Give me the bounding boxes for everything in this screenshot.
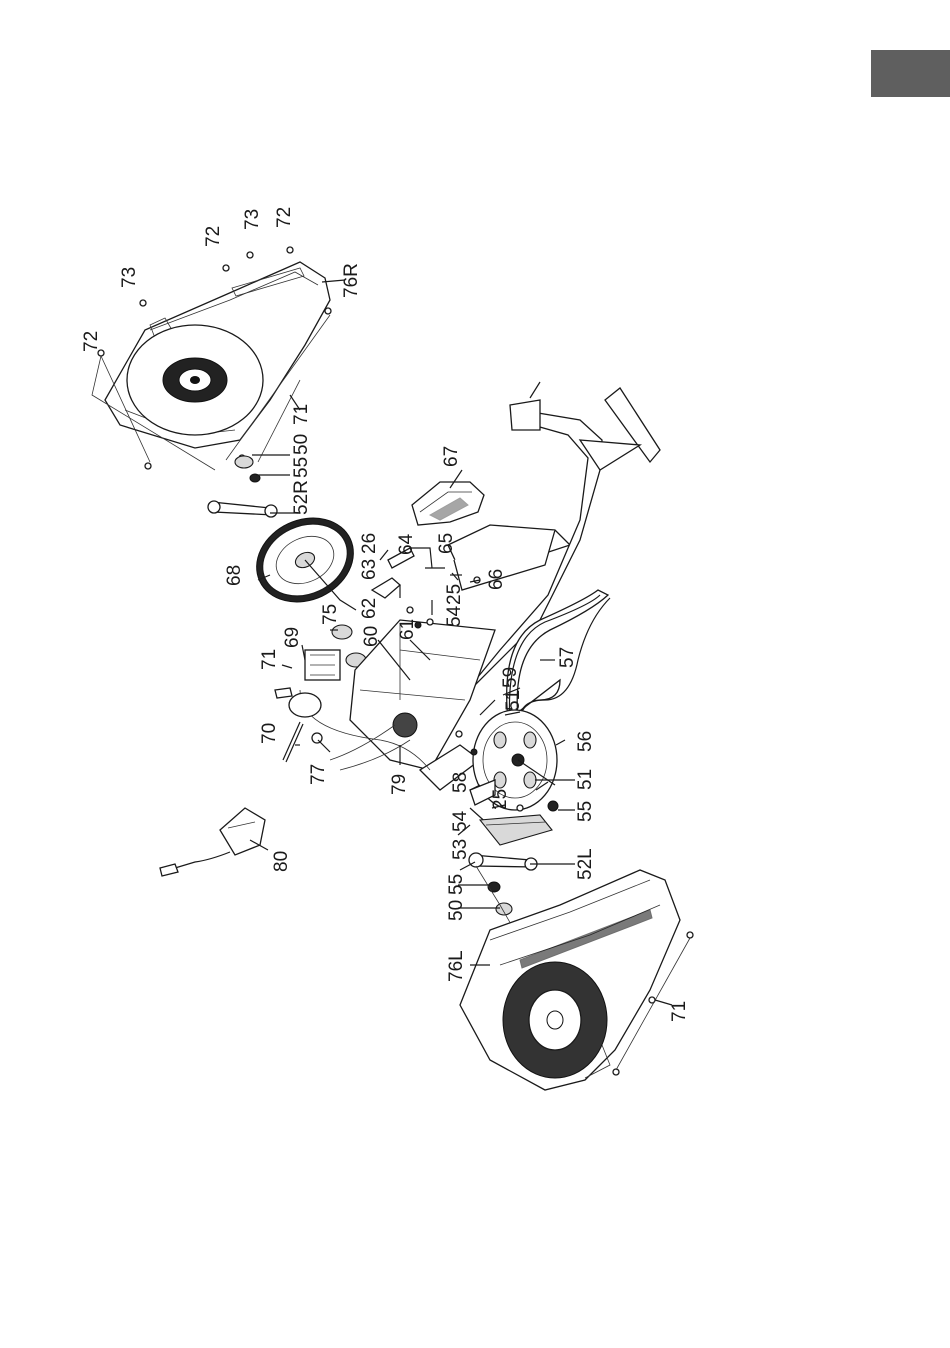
label-71: 71 (669, 1001, 690, 1022)
seat-67 (412, 482, 484, 525)
label-25: 25 (444, 584, 465, 605)
label-65: 65 (436, 533, 457, 554)
label-73: 73 (242, 209, 263, 230)
bushing-50-55-right (235, 456, 260, 482)
label-68: 68 (224, 565, 245, 586)
label-62: 62 (359, 598, 380, 619)
label-59: 59 (500, 667, 521, 688)
label-80: 80 (271, 851, 292, 872)
label-56: 56 (575, 731, 596, 752)
label-55: 55 (291, 457, 312, 478)
label-60: 60 (361, 626, 382, 647)
label-77: 77 (308, 764, 329, 785)
label-63: 63 (359, 559, 380, 580)
label-54: 54 (450, 810, 471, 832)
label-55: 55 (575, 801, 596, 822)
label-76L: 76L (446, 950, 467, 982)
motor-69 (305, 650, 340, 680)
label-51: 51 (575, 769, 596, 790)
label-50: 50 (446, 900, 467, 921)
label-73: 73 (119, 267, 140, 288)
label-54: 54 (444, 605, 465, 627)
label-55: 55 (446, 874, 467, 895)
label-71: 71 (259, 649, 280, 670)
label-52R: 52R (291, 480, 312, 515)
label-64: 64 (396, 533, 417, 555)
label-72: 72 (203, 226, 224, 247)
bushing-50-55-left (488, 882, 512, 915)
label-69: 69 (282, 627, 303, 648)
label-58: 58 (450, 772, 471, 793)
label-71: 71 (291, 404, 312, 425)
label-51: 51 (503, 690, 524, 711)
label-61: 61 (397, 619, 418, 640)
label-70: 70 (259, 723, 280, 744)
label-25: 25 (490, 789, 511, 810)
left-cover-76L (460, 870, 680, 1090)
label-66: 66 (486, 569, 507, 590)
sensor-70 (283, 722, 303, 762)
label-53: 53 (450, 839, 471, 860)
label-72: 72 (81, 331, 102, 352)
label-72: 72 (274, 207, 295, 228)
pulley-68 (243, 503, 367, 618)
crank-arm-52L (469, 853, 537, 870)
label-67: 67 (441, 446, 462, 467)
label-75: 75 (320, 604, 341, 625)
label-79: 79 (389, 774, 410, 795)
label-26: 26 (359, 533, 380, 554)
power-adapter-80 (160, 808, 265, 876)
label-57: 57 (557, 647, 578, 668)
label-76R: 76R (341, 263, 362, 298)
label-52L: 52L (575, 848, 596, 880)
crank-arm-52R (208, 501, 277, 517)
label-50: 50 (291, 434, 312, 455)
